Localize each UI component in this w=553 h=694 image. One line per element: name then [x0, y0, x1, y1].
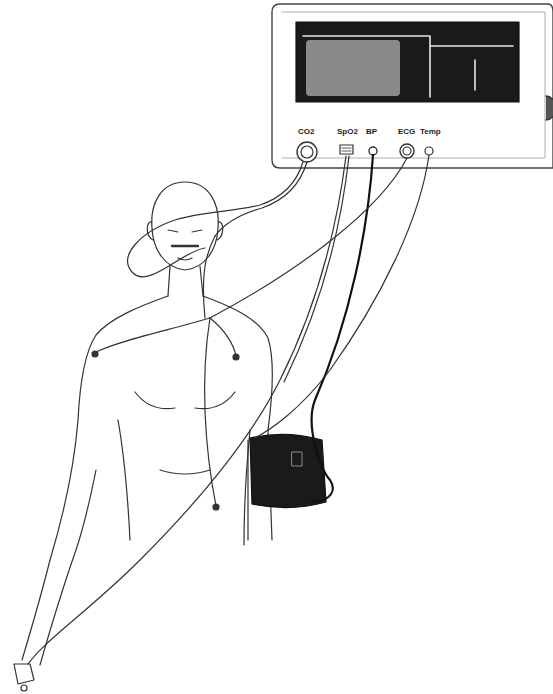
port-label: Temp — [420, 128, 441, 136]
port-label: SpO2 — [337, 128, 358, 136]
port-label: CO2 — [298, 128, 314, 136]
port-label: ECG — [398, 128, 415, 136]
port-label: BP — [366, 128, 377, 136]
